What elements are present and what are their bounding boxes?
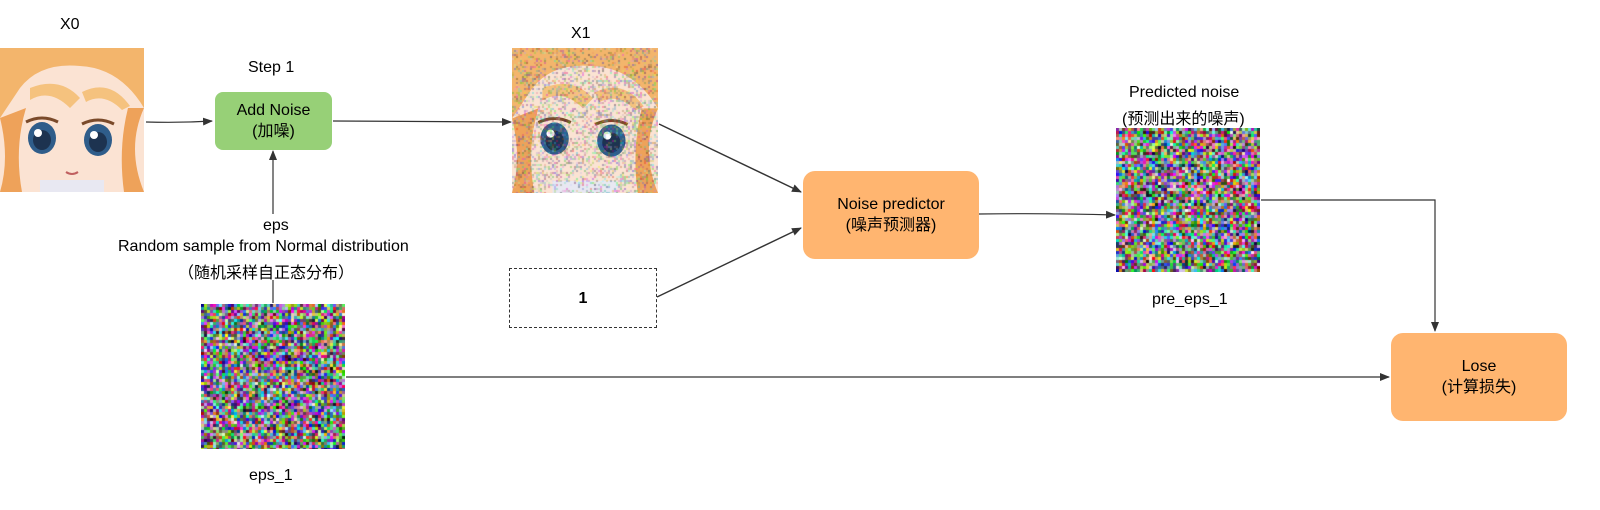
timestep-value: 1 [578, 289, 588, 307]
lose-label-cn: (计算损失) [1441, 379, 1517, 396]
noise-predictor-label: Noise predictor [837, 196, 945, 213]
x1-label: X1 [571, 25, 591, 42]
x1-image [512, 48, 658, 193]
eps-description-cn: （随机采样自正态分布） [178, 265, 355, 282]
eps-1-noise-image [201, 304, 345, 449]
timestep-node: 1 [509, 268, 657, 328]
eps-title: eps [263, 217, 289, 234]
arrow-pre-eps-to-lose [1261, 199, 1439, 332]
noise-predictor-node: Noise predictor (噪声预测器) [803, 171, 979, 259]
add-noise-node: Add Noise (加噪) [215, 92, 332, 150]
arrow-x0-to-add-noise [145, 117, 213, 126]
predicted-noise-title: Predicted noise [1129, 84, 1240, 101]
noise-predictor-label-cn: (噪声预测器) [845, 217, 937, 234]
arrow-timestep-to-noise-predictor [656, 227, 802, 298]
lose-label: Lose [1461, 358, 1497, 375]
arrow-x1-to-noise-predictor [658, 123, 802, 193]
add-noise-label: Add Noise [236, 102, 311, 119]
pre-eps-1-noise-image [1116, 128, 1260, 272]
arrow-noise-predictor-to-pre-eps [978, 210, 1116, 219]
x0-label: X0 [60, 16, 80, 33]
eps-description: Random sample from Normal distribution [118, 238, 409, 255]
pre-eps-1-label: pre_eps_1 [1152, 291, 1228, 308]
add-noise-label-cn: (加噪) [252, 123, 295, 140]
eps-1-label: eps_1 [249, 467, 293, 484]
step1-label: Step 1 [248, 59, 295, 76]
x0-image [0, 48, 144, 192]
lose-node: Lose (计算损失) [1391, 333, 1567, 421]
predicted-noise-title-cn: (预测出来的噪声) [1122, 111, 1245, 128]
arrow-add-noise-to-x1 [332, 117, 512, 126]
